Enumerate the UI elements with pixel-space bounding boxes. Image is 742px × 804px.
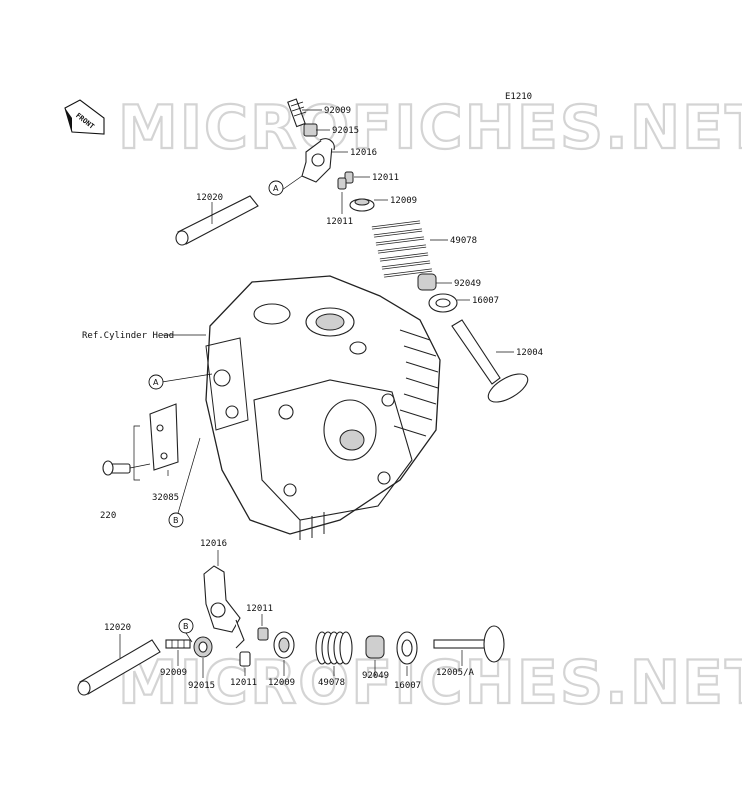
label-12011-top-b: 12011 <box>326 217 353 227</box>
label-12016-bottom: 12016 <box>200 539 227 549</box>
diagram-code: E1210 <box>505 92 532 102</box>
part-12004-valve[interactable] <box>451 319 532 408</box>
part-49078-top[interactable] <box>371 220 433 278</box>
part-92009-top[interactable] <box>287 98 307 128</box>
callout-b-mid <box>168 512 184 528</box>
label-220: 220 <box>100 511 116 521</box>
front-arrow-icon: FRONT <box>64 99 105 135</box>
part-32085-cover[interactable] <box>149 403 179 471</box>
label-16007-top: 16007 <box>472 296 499 306</box>
label-ref-cylinder-head: Ref.Cylinder Head <box>82 331 174 341</box>
part-12016-top[interactable] <box>301 138 335 183</box>
part-12009-top[interactable] <box>349 198 375 212</box>
callout-a-top <box>268 180 284 196</box>
label-49078-top: 49078 <box>450 236 477 246</box>
label-92049-top: 92049 <box>454 279 481 289</box>
label-12004-top: 12004 <box>516 348 543 358</box>
label-12011-top-a: 12011 <box>372 173 399 183</box>
part-16007-top[interactable] <box>428 293 458 313</box>
part-92009-bottom[interactable] <box>165 639 191 649</box>
label-12011-bottom-b: 12011 <box>230 678 257 688</box>
label-16007-bottom: 16007 <box>394 681 421 691</box>
part-92049-bottom[interactable] <box>365 635 385 659</box>
label-12020-bottom: 12020 <box>104 623 131 633</box>
label-12009-top: 12009 <box>390 196 417 206</box>
part-12011-bottom[interactable] <box>239 627 269 667</box>
part-49078-bottom[interactable] <box>315 631 353 665</box>
callout-a-mid-label: A <box>153 378 159 387</box>
label-32085: 32085 <box>152 493 179 503</box>
part-220-bolt[interactable] <box>102 460 131 476</box>
label-92049-bottom: 92049 <box>362 671 389 681</box>
watermark-bottom: MICROFICHES.NET <box>118 648 742 718</box>
part-12020-top[interactable] <box>175 195 259 246</box>
part-12011-top-a[interactable] <box>337 171 354 190</box>
part-92015-top[interactable] <box>303 123 318 137</box>
label-12016-top: 12016 <box>350 148 377 158</box>
part-16007-bottom[interactable] <box>396 631 418 665</box>
label-49078-bottom: 49078 <box>318 678 345 688</box>
callout-b-bottom-label: B <box>183 622 189 631</box>
callout-a-top-label: A <box>273 184 279 193</box>
cylinder-head[interactable] <box>205 275 441 540</box>
part-92015-bottom[interactable] <box>193 636 213 658</box>
label-12005a-bottom: 12005/A <box>436 668 475 678</box>
label-12020-top: 12020 <box>196 193 223 203</box>
label-12011-bottom-a: 12011 <box>246 604 273 614</box>
part-12016-bottom[interactable] <box>203 565 245 649</box>
part-12009-bottom[interactable] <box>273 631 295 659</box>
label-92009-top: 92009 <box>324 106 351 116</box>
callout-a-mid <box>148 374 164 390</box>
label-92009-bottom: 92009 <box>160 668 187 678</box>
part-92049-top[interactable] <box>417 273 437 291</box>
label-92015-top: 92015 <box>332 126 359 136</box>
label-12009-bottom: 12009 <box>268 678 295 688</box>
callout-b-mid-label: B <box>173 516 179 525</box>
watermark-top: MICROFICHES.NET <box>118 93 742 163</box>
part-12020-bottom[interactable] <box>77 639 161 696</box>
part-12005a-valve[interactable] <box>433 625 505 663</box>
label-92015-bottom: 92015 <box>188 681 215 691</box>
